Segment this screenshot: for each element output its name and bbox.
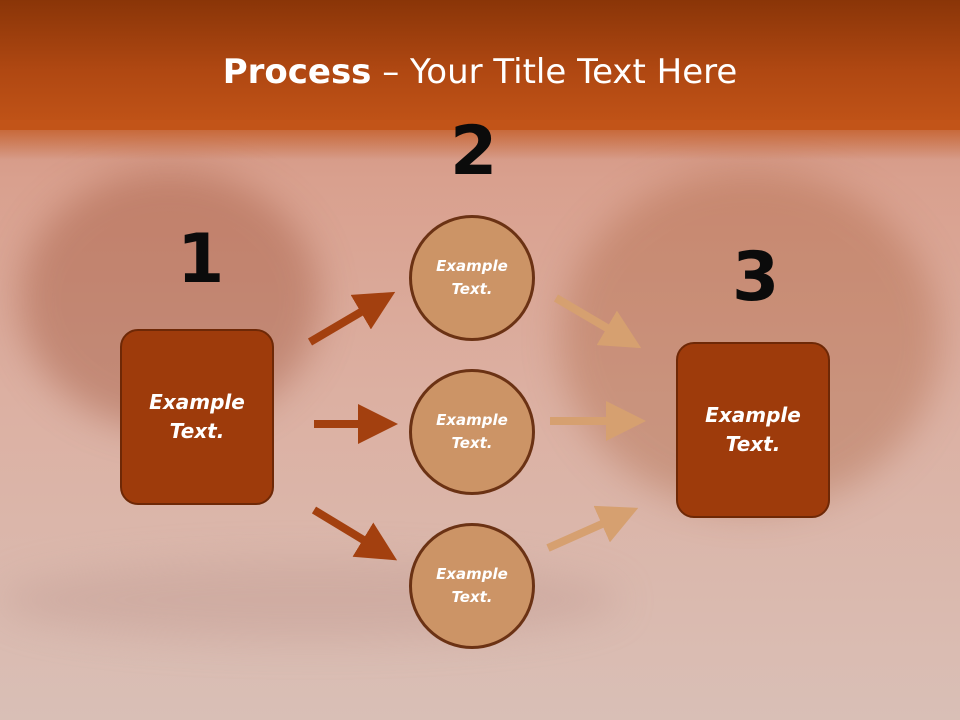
arrow-icon-from-circle-bottom — [546, 505, 639, 552]
step-3-line1: Example — [705, 403, 801, 427]
circle-middle-line2: Text. — [451, 434, 493, 452]
title-bar — [0, 0, 960, 130]
slide-title[interactable]: Process – Your Title Text Here — [0, 52, 960, 92]
circle-top-line2: Text. — [451, 280, 493, 298]
arrow-icon-to-circle-bottom — [311, 506, 398, 561]
title-bar-fade — [0, 120, 960, 160]
circle-top-line1: Example — [436, 257, 508, 275]
circle-middle[interactable]: Example Text. — [409, 369, 535, 495]
step-3-line2: Text. — [725, 432, 781, 456]
step-1-line2: Text. — [169, 419, 225, 443]
circle-top[interactable]: Example Text. — [409, 215, 535, 341]
arrow-icon-to-circle-top — [307, 291, 396, 346]
circle-bottom-line2: Text. — [451, 588, 493, 606]
step-3-box[interactable]: Example Text. — [676, 342, 830, 518]
step-1-box[interactable]: Example Text. — [120, 329, 274, 505]
circle-bottom[interactable]: Example Text. — [409, 523, 535, 649]
step-number-1: 1 — [177, 220, 225, 299]
title-bold: Process — [222, 52, 372, 92]
circle-middle-line1: Example — [436, 411, 508, 429]
title-rest: – Your Title Text Here — [371, 52, 738, 92]
step-number-3: 3 — [732, 238, 780, 317]
circle-bottom-line1: Example — [436, 565, 508, 583]
step-number-2: 2 — [450, 112, 498, 191]
step-1-line1: Example — [149, 390, 245, 414]
arrow-icon-from-circle-top — [553, 294, 642, 349]
